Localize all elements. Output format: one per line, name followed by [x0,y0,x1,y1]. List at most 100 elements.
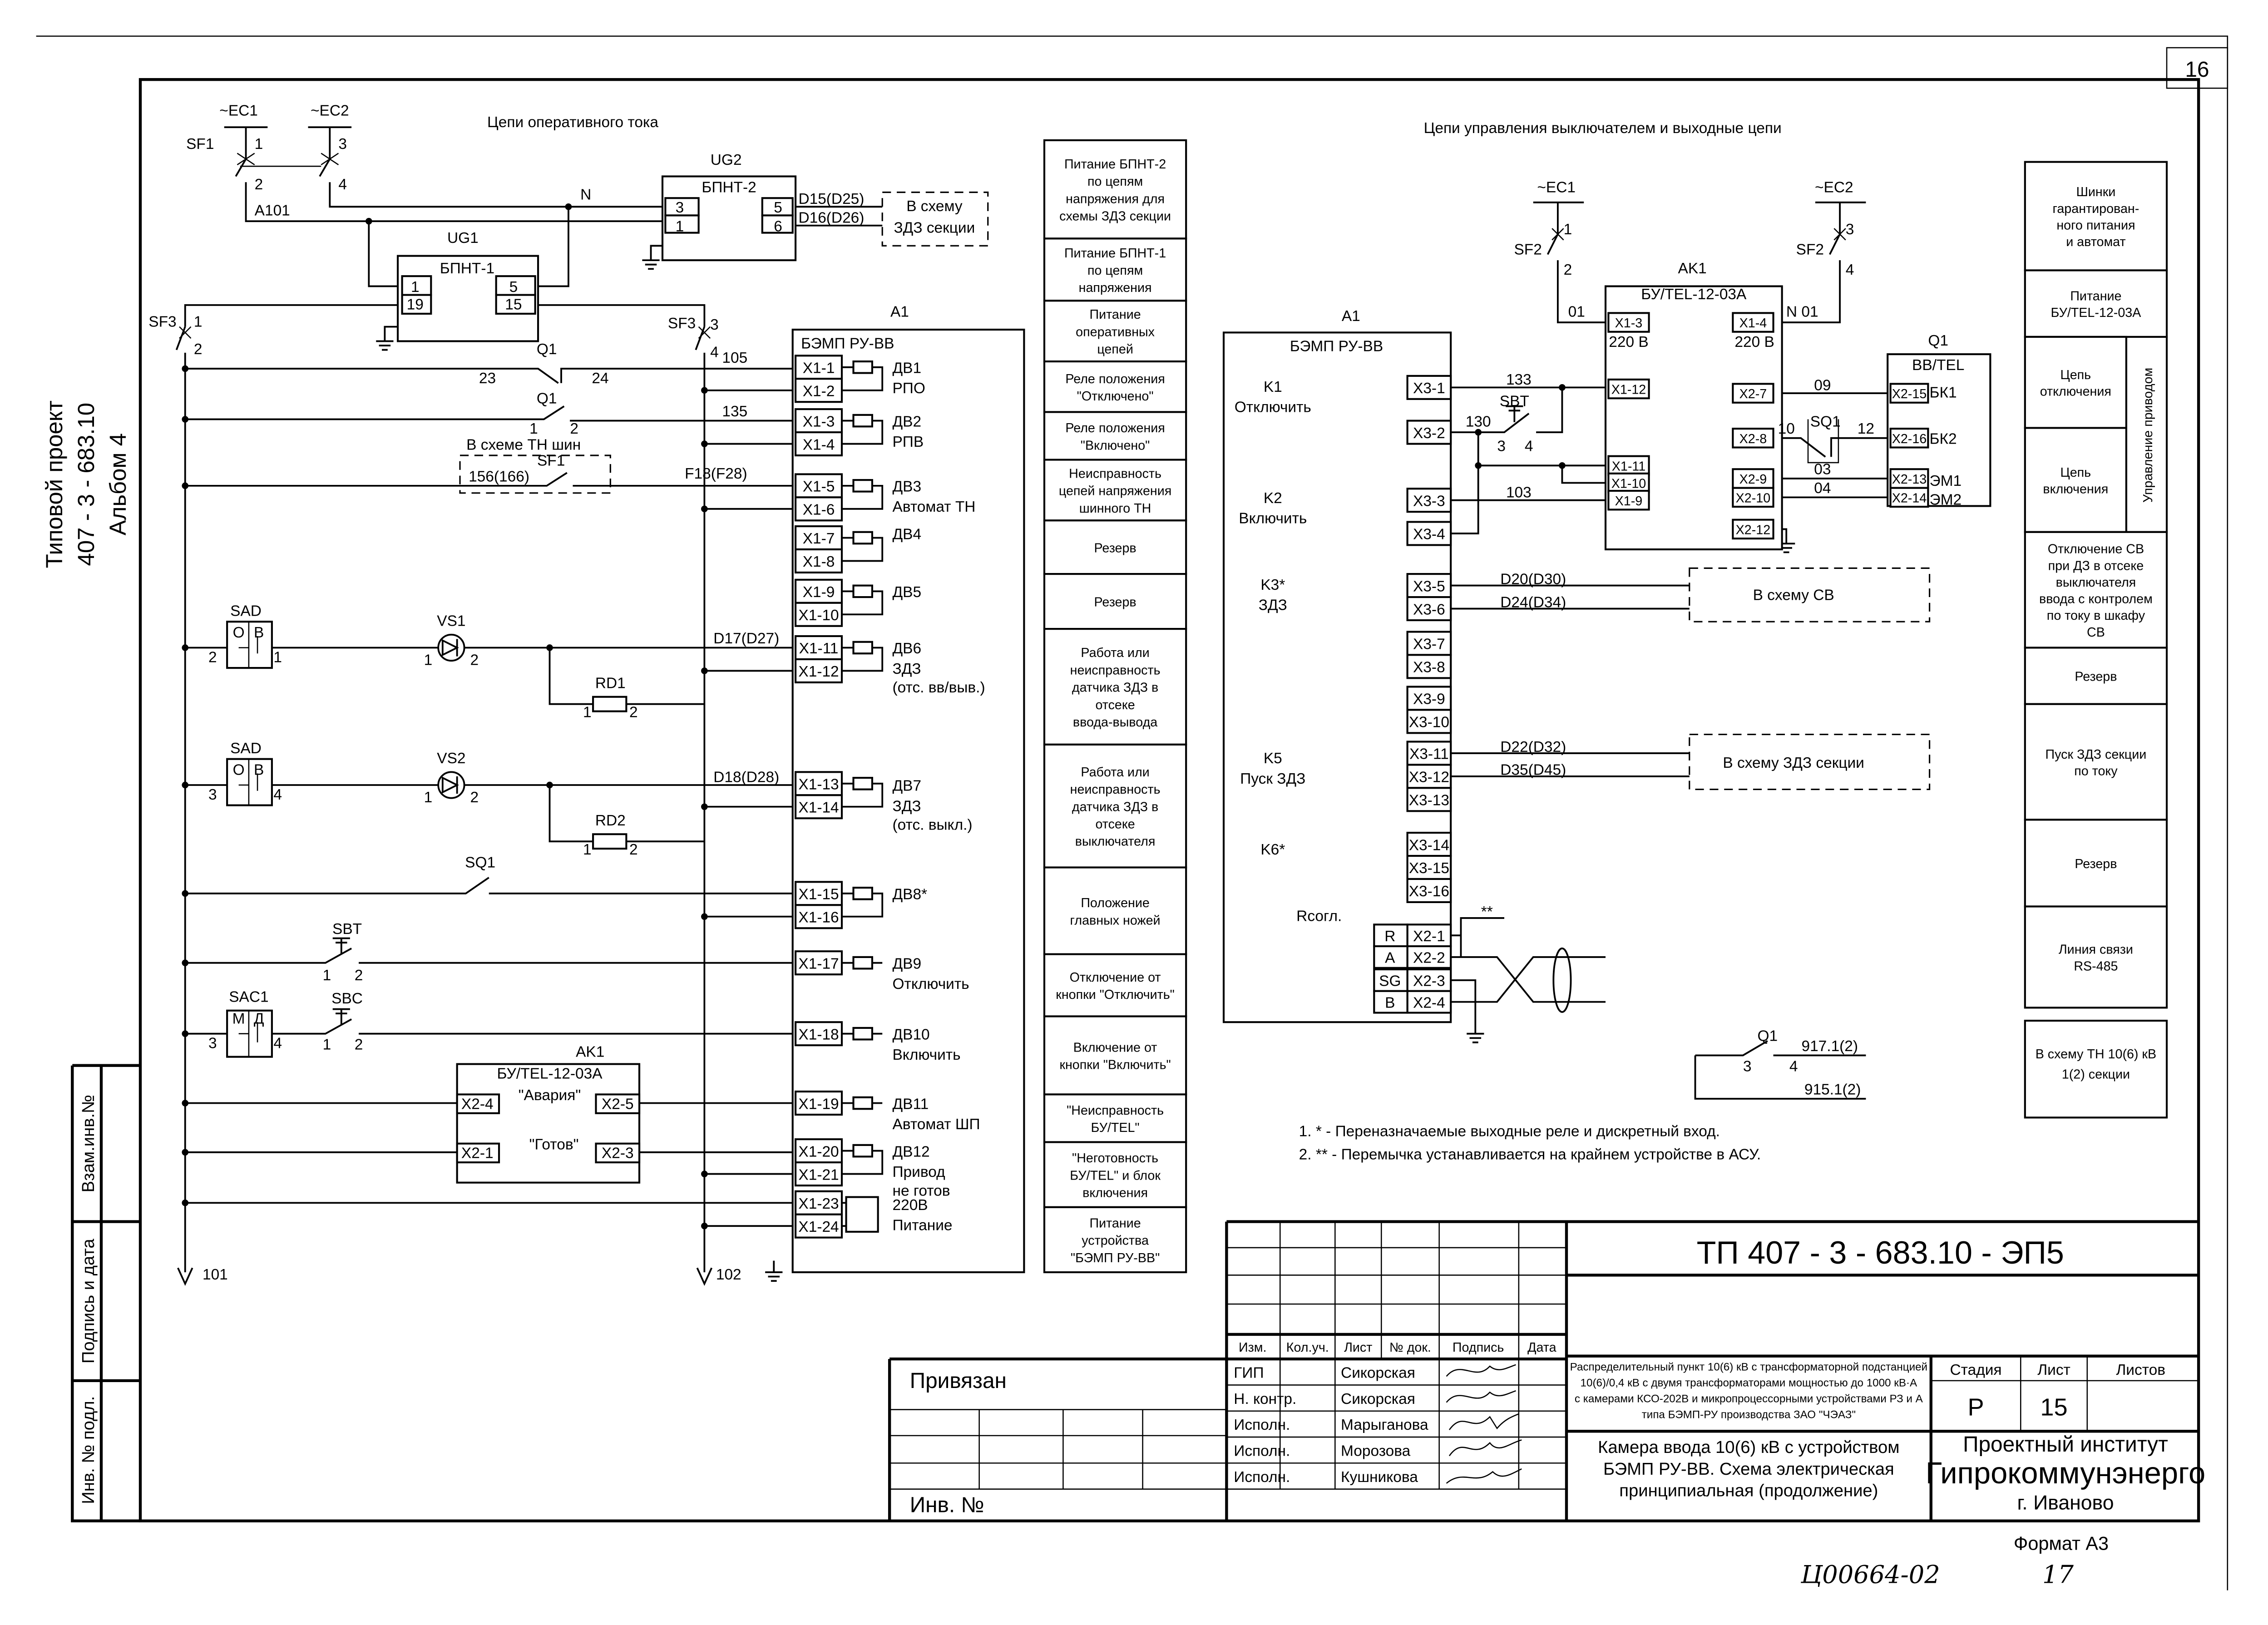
circuit-label: 2 [470,789,479,806]
linked-label: Привязан [910,1369,1007,1393]
circuit-label: 3 [208,1035,217,1052]
circuit-label: 4 [338,176,347,193]
input-desc: Питание [893,1217,953,1234]
function-text: Неисправность [1069,466,1161,481]
circuit-label: О [233,624,245,641]
function-text: напряжения для [1066,192,1165,206]
function-text: ввода-вывода [1073,715,1157,730]
terminal-box [1732,428,1774,449]
terminal-label: X3-16 [1409,883,1449,900]
terminal-box [1607,312,1650,333]
circuit-label: 1 [323,1037,331,1053]
function-text: Пуск ЗДЗ секции [2046,747,2147,762]
signatures [1446,1364,1522,1484]
function-box [1043,953,1187,1017]
circuit-label: AK1 [1678,260,1707,277]
drawing-title: БЭМП РУ-ВВ. Схема электрическая [1603,1459,1894,1479]
circuit-label: SF2 [1514,241,1542,258]
terminal-box [1889,383,1929,404]
function-text: отключения [2040,385,2111,399]
terminal-label: X3-7 [1413,636,1445,653]
circuit-label: ** [1481,904,1493,920]
function-text: главных ножей [1070,913,1161,928]
person-role: Исполн. [1234,1469,1290,1486]
circuit-label: 1 [411,279,420,296]
function-text: ввода с контролем [2039,592,2153,607]
terminal-box [795,548,843,573]
circuit-label: Включить [1239,510,1307,527]
circuit-label: Отключить [1235,399,1311,415]
terminal-box [1406,990,1452,1014]
circuit-label: БЭМП РУ-ВВ [1290,338,1383,355]
terminal-box [795,1161,843,1187]
junction-dot [182,1199,189,1206]
terminal-box [1406,709,1452,734]
circuit-label: SQ1 [1810,413,1841,430]
circuit-label: 2 [629,841,638,858]
function-text: выключателя [1075,835,1156,849]
function-text: Линия связи [2059,943,2133,957]
terminal-label: X1-9 [803,584,835,601]
circuit-label: ~EC2 [1815,179,1853,196]
circuit-label: Q1 [537,341,557,358]
circuit-label: 4 [1846,262,1854,278]
terminal-label: X2-15 [1892,387,1927,401]
terminal-label: X1-20 [798,1143,839,1160]
terminal-label: X2-9 [1739,472,1767,487]
terminal-label: X1-14 [798,800,839,816]
revision-header: Изм. [1239,1340,1266,1355]
terminal-box [1406,686,1452,711]
project-description: типа БЭМП-РУ производства ЗАО "ЧЭАЗ" [1642,1409,1856,1421]
function-text: цепей напряжения [1059,484,1171,499]
function-box [2024,703,2168,821]
person-role: Исполн. [1234,1417,1290,1433]
signal-label: SG [1379,973,1401,990]
function-text: по цепям [1087,174,1143,189]
circuit-label: K6* [1260,841,1285,858]
circuit-label: 15 [505,296,522,313]
function-text: кнопки "Включить" [1059,1058,1171,1072]
terminal-box [456,1142,500,1164]
function-text: Цепь [2060,465,2091,480]
terminal-box [761,214,794,234]
sheet-number: 16 [2185,58,2209,82]
terminal-box [1406,420,1452,445]
circuit-label: О [233,762,245,779]
terminal-label: X3-8 [1413,659,1445,676]
junction-dot [182,781,189,789]
signal-box [1373,968,1408,992]
circuit-label: 2 [194,341,203,358]
stamp-code: 407 - 3 - 683.10 [73,403,99,566]
circuit-label: 5 [509,279,518,296]
drive-control-label: Управление приводом [2141,368,2155,503]
person-name: Кушникова [1341,1469,1418,1486]
circuit-label: SF1 [537,452,565,469]
terminal-box [1607,455,1650,476]
function-box [1043,237,1187,302]
function-box [2024,905,2168,1009]
input-coil-icon [852,1096,873,1110]
circuit-label: UG1 [447,230,479,247]
terminal-label: X1-9 [1615,494,1643,509]
circuit-label: Q1 [1757,1028,1778,1045]
circuit-label: 4 [1789,1058,1798,1075]
function-text: Работа или [1081,646,1149,660]
terminal-label: X1-19 [798,1096,839,1112]
sheet-value: 15 [2040,1393,2067,1421]
terminal-box [1406,878,1452,903]
junction-dot [701,1222,708,1230]
function-box [1043,300,1187,363]
circuit-label: SF2 [1796,241,1824,258]
circuit-label: 1 [583,841,592,858]
circuit-label: ~EC1 [1537,179,1576,196]
circuit-label: В схеме ТН шин [466,436,581,453]
circuit-label: SBC [331,990,363,1007]
junction-dot [182,1100,189,1106]
terminal-label: X3-14 [1409,837,1449,854]
stage-value: Р [1967,1393,1984,1421]
terminal-box [456,1093,500,1114]
terminal-label: X1-8 [803,553,835,570]
person-role: Исполн. [1234,1442,1290,1459]
